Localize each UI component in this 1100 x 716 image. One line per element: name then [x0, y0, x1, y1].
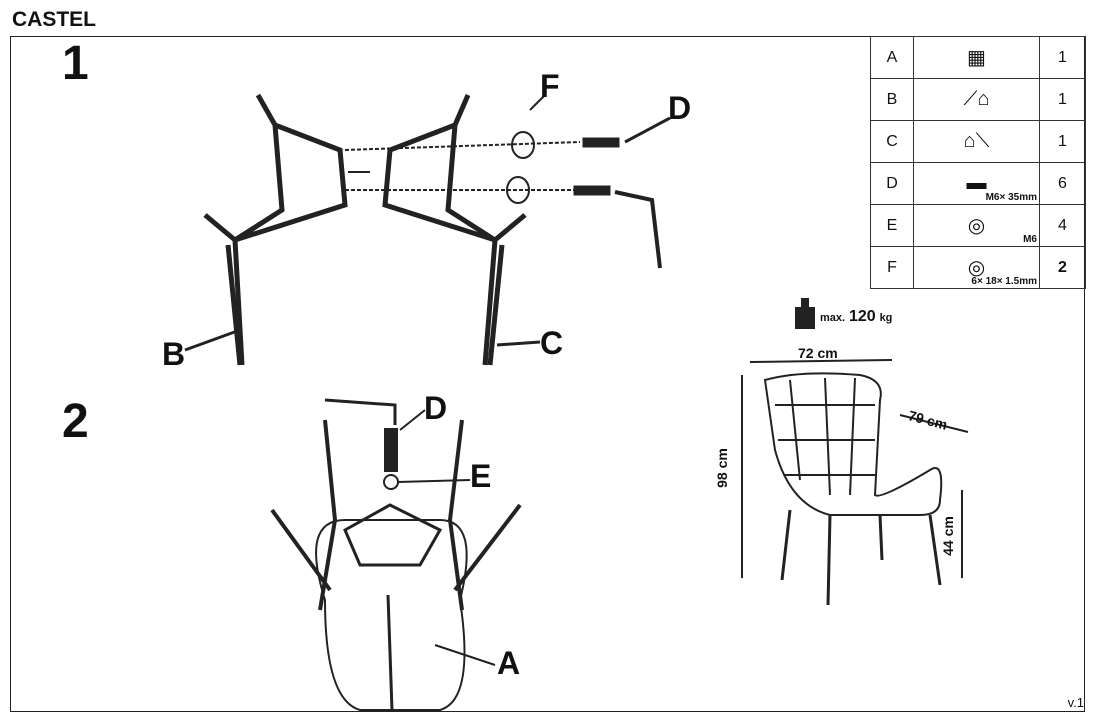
step-1-frame-c [382, 94, 527, 366]
part-quantity: 2 [1039, 246, 1086, 289]
step-2-chair-upside-down [270, 398, 522, 711]
part-letter: A [870, 36, 914, 79]
bolt-icon: ▬ [966, 172, 987, 194]
part-row: D ▬M6× 35mm 6 [870, 162, 1086, 205]
version-label: v.1 [1067, 695, 1084, 710]
part-spec: 6× 18× 1.5mm [971, 276, 1037, 287]
part-letter: E [870, 204, 914, 247]
label-c: C [540, 325, 564, 361]
max-load: max. 120 kg [820, 308, 892, 326]
label-f: F [540, 68, 560, 104]
label-d-step2: D [424, 390, 448, 426]
part-spec: M6 [1023, 234, 1037, 245]
max-load-value: 120 [848, 308, 876, 325]
label-d-step1: D [668, 90, 692, 126]
part-quantity: 1 [1039, 120, 1086, 163]
step-1-frame-b [203, 93, 348, 366]
step-1-hardware [184, 94, 671, 352]
part-quantity: 1 [1039, 36, 1086, 79]
label-b: B [162, 336, 186, 372]
washer-icon: ◎ [967, 257, 986, 279]
part-row: A ▦ 1 [870, 36, 1086, 79]
part-letter: D [870, 162, 914, 205]
part-image: ⟋⌂ [913, 78, 1040, 121]
weight-icon [795, 298, 815, 329]
part-spec: M6× 35mm [985, 192, 1037, 203]
part-quantity: 6 [1039, 162, 1086, 205]
instruction-frame [10, 36, 1085, 712]
part-image: ⌂⟍ [913, 120, 1040, 163]
part-row: F ◎6× 18× 1.5mm 2 [870, 246, 1086, 289]
part-image: ◎6× 18× 1.5mm [913, 246, 1040, 289]
part-letter: B [870, 78, 914, 121]
max-load-prefix: max. [820, 312, 846, 324]
spring-washer-icon: ◎ [967, 215, 986, 237]
label-a: A [497, 645, 521, 681]
product-title: CASTEL [12, 8, 96, 31]
part-row: E ◎ M6 4 [870, 204, 1086, 247]
part-letter: F [870, 246, 914, 289]
part-image: ◎ M6 [913, 204, 1040, 247]
part-letter: C [870, 120, 914, 163]
right-frame-icon: ⌂⟍ [963, 130, 990, 152]
dimension-seat-height: 44 cm [939, 516, 956, 556]
part-image: ▬M6× 35mm [913, 162, 1040, 205]
left-frame-icon: ⟋⌂ [963, 88, 990, 110]
max-load-unit: kg [879, 312, 893, 324]
step-1-number: 1 [62, 37, 89, 90]
part-row: B ⟋⌂ 1 [870, 78, 1086, 121]
label-e: E [470, 458, 492, 494]
dimension-chair [741, 359, 969, 606]
part-quantity: 4 [1039, 204, 1086, 247]
part-image: ▦ [913, 36, 1040, 79]
part-row: C ⌂⟍ 1 [870, 120, 1086, 163]
dimension-height: 98 cm [713, 448, 730, 488]
step-2-number: 2 [62, 395, 89, 448]
dimension-width: 72 cm [798, 345, 838, 361]
seat-icon: ▦ [967, 47, 986, 69]
part-quantity: 1 [1039, 78, 1086, 121]
